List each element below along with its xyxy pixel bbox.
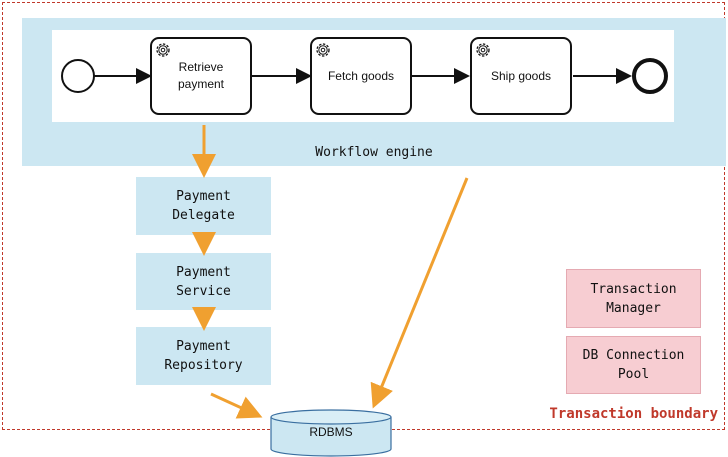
- database-icon: [270, 409, 392, 457]
- payment-repository-box: Payment Repository: [136, 327, 271, 385]
- task-retrieve-payment: Retrieve payment: [150, 37, 252, 115]
- payment-delegate-box: Payment Delegate: [136, 177, 271, 235]
- call-arrow: [370, 177, 469, 409]
- workflow-engine-label: Workflow engine: [315, 145, 433, 160]
- task-fetch-goods: Fetch goods: [310, 37, 412, 115]
- gear-icon: [156, 43, 170, 57]
- transaction-manager-box: Transaction Manager: [566, 269, 701, 328]
- gear-icon: [476, 43, 490, 57]
- end-event: [632, 58, 668, 94]
- call-arrow: [210, 392, 263, 419]
- payment-service-box: Payment Service: [136, 253, 271, 310]
- gear-icon: [316, 43, 330, 57]
- database-label: RDBMS: [309, 425, 353, 439]
- transaction-boundary-label: Transaction boundary: [549, 406, 718, 422]
- task-label: Retrieve payment: [177, 60, 225, 91]
- task-label: Ship goods: [490, 68, 552, 83]
- task-label: Fetch goods: [327, 68, 395, 83]
- db-connection-pool-box: DB Connection Pool: [566, 336, 701, 394]
- task-ship-goods: Ship goods: [470, 37, 572, 115]
